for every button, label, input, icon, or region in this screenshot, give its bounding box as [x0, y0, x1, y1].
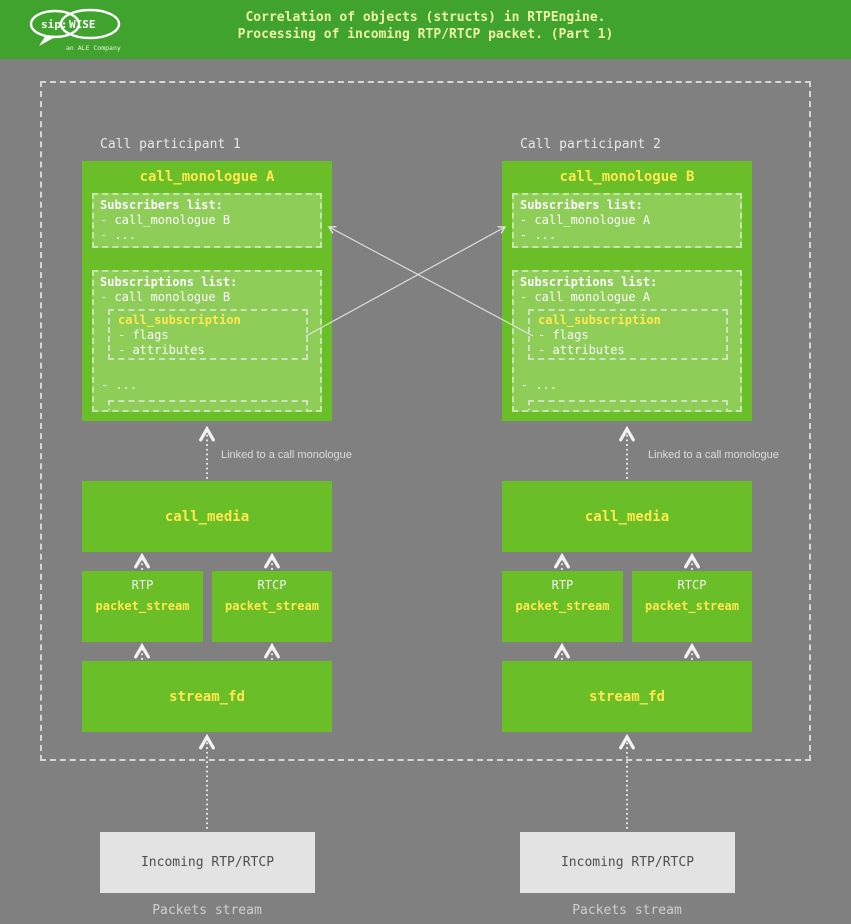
packets-stream-label: Packets stream [152, 903, 262, 918]
protocol-label: RTP [131, 578, 154, 592]
packet-stream-box-rtcp: RTCP packet_stream [632, 571, 752, 642]
call-subscription-box: call_subscription - flags - attributes [108, 309, 308, 360]
packet-stream-label: packet_stream [515, 599, 610, 613]
subscribers-panel: Subscribers list: - call_monologue B - .… [92, 193, 322, 248]
call-monologue-title: call_monologue B [559, 169, 695, 185]
subscribers-item: - ... [520, 228, 557, 242]
call-subscription-box: call_subscription - flags - attributes [528, 309, 728, 360]
subscriptions-panel: Subscriptions list: - call monologue A c… [512, 270, 742, 412]
subscribers-panel: Subscribers list: - call_monologue A - .… [512, 193, 742, 248]
logo-cloud-right [59, 8, 121, 40]
header-bar: sip: WISE an ALE Company Correlation of … [0, 0, 851, 59]
incoming-packet-box: Incoming RTP/RTCP [100, 832, 315, 893]
packets-stream-label: Packets stream [572, 903, 682, 918]
logo-bubble-tail [39, 35, 57, 46]
logo-tagline: an ALE Company [66, 44, 121, 52]
subscriptions-panel: Subscriptions list: - call monologue B c… [92, 270, 322, 412]
partial-subscription-box [528, 400, 728, 410]
header-title-line1: Correlation of objects (structs) in RTPE… [245, 10, 606, 25]
call-media-box: call_media [82, 481, 332, 552]
call-monologue-title: call_monologue A [139, 169, 275, 185]
packet-stream-label: packet_stream [645, 599, 739, 613]
linked-label: Linked to a call monologue [648, 449, 779, 461]
subscribers-title: Subscribers list: [520, 198, 643, 212]
participant-2-column: Call participant 2 call_monologue B Subs… [502, 137, 752, 924]
call-subscription-title: call_subscription [118, 313, 241, 327]
participant-label: Call participant 1 [100, 137, 241, 152]
logo-text-wise: WISE [69, 18, 96, 31]
packet-stream-box-rtp: RTP packet_stream [82, 571, 203, 642]
call-monologue-box: call_monologue A Subscribers list: - cal… [82, 161, 332, 421]
header-title-line2: Processing of incoming RTP/RTCP packet. … [237, 27, 614, 42]
participant-label: Call participant 2 [520, 137, 661, 152]
subscriptions-title: Subscriptions list: [520, 275, 658, 289]
subscribers-item: - call_monologue A [520, 213, 651, 227]
diagram-boundary [40, 81, 811, 761]
call-subscription-item: - attributes [538, 343, 625, 357]
subscriptions-title: Subscriptions list: [100, 275, 238, 289]
linked-label: Linked to a call monologue [221, 449, 352, 461]
subscriptions-more: - ... [101, 378, 138, 392]
call-subscription-title: call_subscription [538, 313, 661, 327]
packet-stream-label: packet_stream [225, 599, 319, 613]
call-subscription-item: - flags [118, 328, 169, 342]
participant-1-column: Call participant 1 call_monologue A Subs… [82, 137, 332, 924]
logo-text-sip: sip: [41, 18, 68, 31]
header-title: Correlation of objects (structs) in RTPE… [0, 9, 851, 43]
sipwise-logo-graphic: sip: WISE an ALE Company [29, 8, 121, 52]
call-media-box: call_media [502, 481, 752, 552]
subscribers-item: - ... [100, 228, 137, 242]
subscribers-item: - call_monologue B [100, 213, 231, 227]
sipwise-logo: sip: WISE an ALE Company [26, 7, 126, 53]
partial-subscription-box [108, 400, 308, 410]
stream-fd-box: stream_fd [82, 661, 332, 732]
call-subscription-item: - attributes [118, 343, 205, 357]
subscribers-title: Subscribers list: [100, 198, 223, 212]
packet-stream-label: packet_stream [95, 599, 190, 613]
subscriptions-item: - call monologue A [520, 290, 651, 304]
incoming-packet-box: Incoming RTP/RTCP [520, 832, 735, 893]
packet-stream-box-rtp: RTP packet_stream [502, 571, 623, 642]
call-monologue-box: call_monologue B Subscribers list: - cal… [502, 161, 752, 421]
protocol-label: RTP [551, 578, 574, 592]
protocol-label: RTCP [257, 578, 287, 592]
packet-stream-box-rtcp: RTCP packet_stream [212, 571, 332, 642]
subscriptions-item: - call monologue B [100, 290, 231, 304]
stream-fd-box: stream_fd [502, 661, 752, 732]
protocol-label: RTCP [677, 578, 707, 592]
subscriptions-more: - ... [521, 378, 558, 392]
call-subscription-item: - flags [538, 328, 589, 342]
